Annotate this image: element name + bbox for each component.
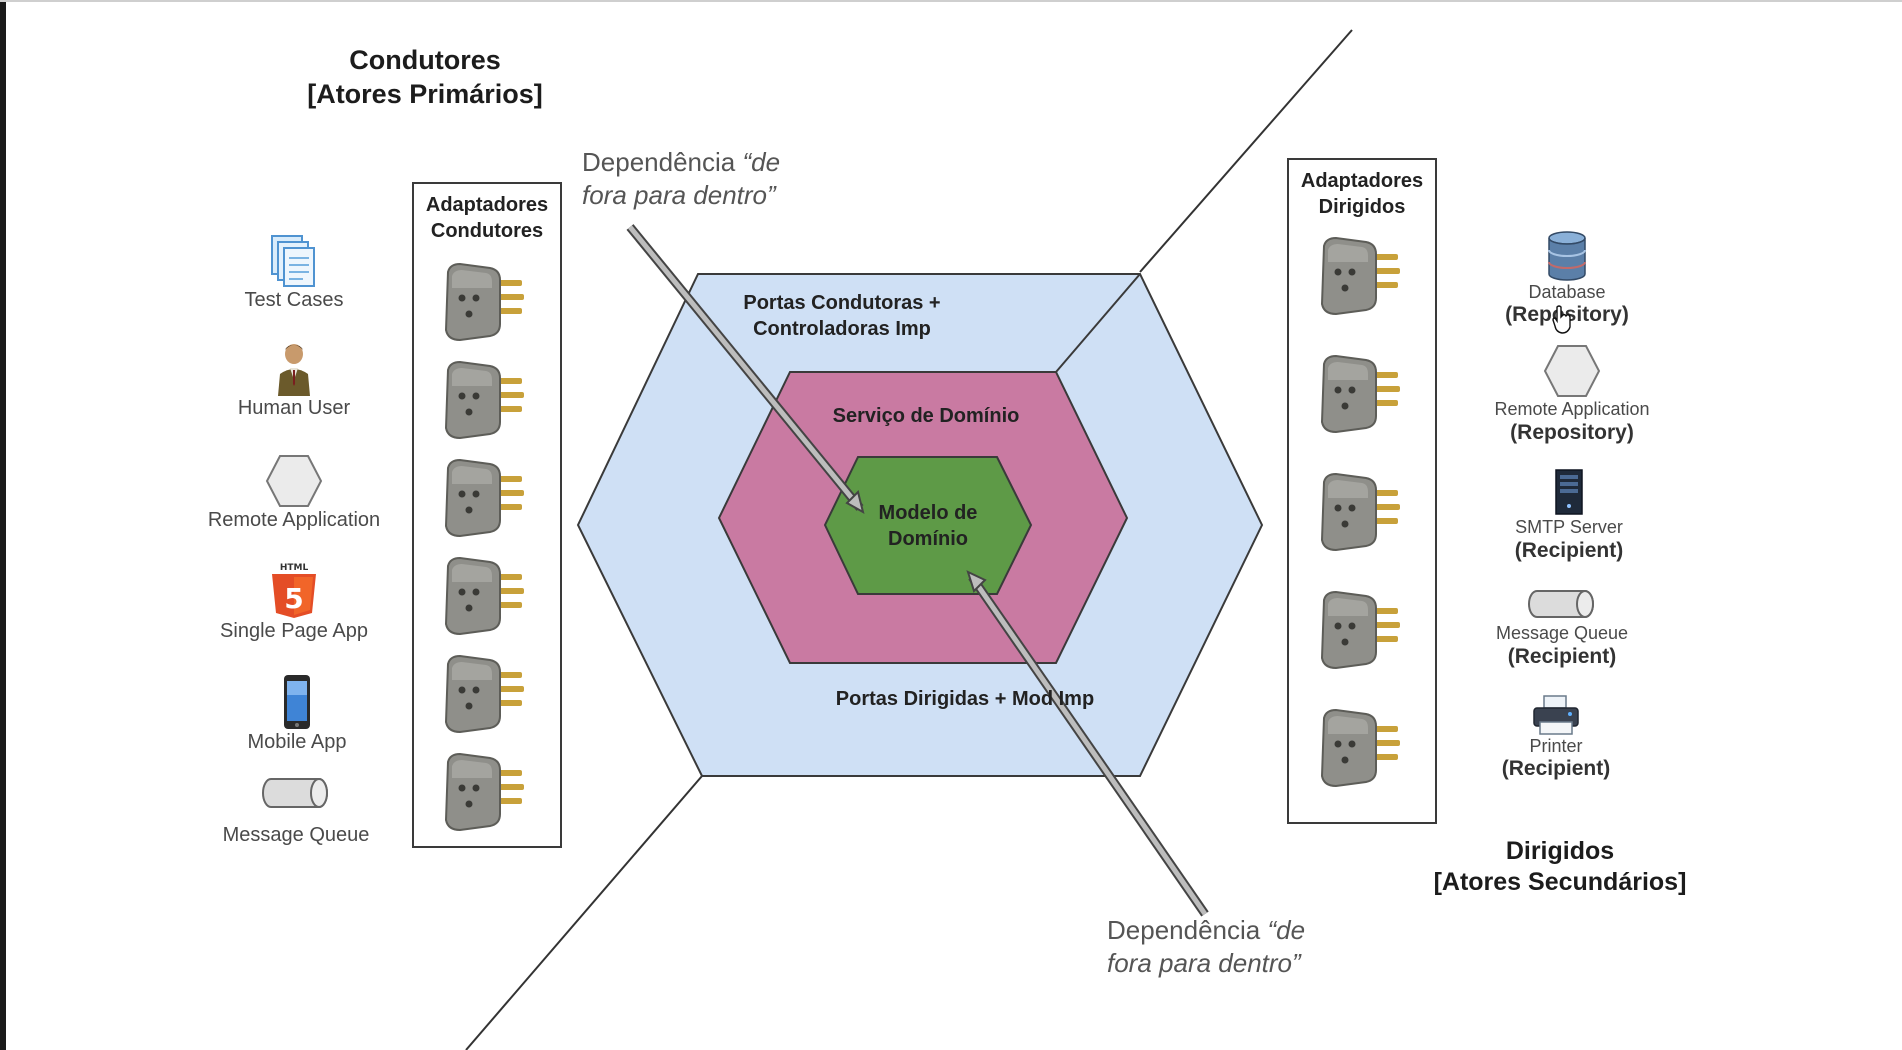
secondary-heading-line2: [Atores Secundários]: [1433, 868, 1687, 896]
outer-layer-label-line2: Controladoras Imp: [753, 318, 931, 340]
mobile-phone-icon: [182, 674, 412, 730]
inner-layer-label: Modelo de Domínio: [858, 500, 998, 552]
test-cases-icon: [179, 232, 409, 288]
driven-adapter-plug-icon: [1316, 704, 1406, 790]
secondary-actor-label: Database: [1528, 282, 1606, 302]
driving-adapter-plug-icon: [440, 258, 530, 344]
secondary-actor-remote-application: Remote Application (Repository): [1457, 344, 1687, 445]
primary-actor-remote-application: Remote Application: [179, 452, 409, 532]
primary-actor-label: Mobile App: [247, 731, 347, 753]
dependency-note-top-text: Dependência: [582, 147, 743, 177]
secondary-heading-line1: Dirigidos: [1505, 837, 1615, 865]
secondary-actors-heading: Dirigidos [Atores Secundários]: [1400, 836, 1720, 898]
inner-layer-label-line1: Modelo de: [878, 502, 978, 524]
dependency-note-bottom-italic-b: fora para dentro”: [1107, 948, 1301, 978]
secondary-actor-role: (Recipient): [1501, 757, 1611, 780]
divider-line-bottom: [465, 775, 703, 1050]
printer-icon: [1441, 692, 1671, 736]
driven-adapter-plug-icon: [1316, 586, 1406, 672]
driven-adapter-plug-icon: [1316, 468, 1406, 554]
driven-adapters-title: Adaptadores Dirigidos: [1289, 168, 1435, 220]
secondary-actor-role: (Recipient): [1507, 645, 1617, 668]
primary-actor-message-queue: Message Queue: [181, 771, 411, 847]
outer-layer-bottom-label: Portas Dirigidas + Mod Imp: [835, 688, 1095, 710]
primary-actors-heading: Condutores [Atores Primários]: [275, 43, 575, 111]
secondary-actor-printer: Printer (Recipient): [1441, 692, 1671, 781]
driving-adapter-plug-icon: [440, 454, 530, 540]
remote-application-icon: [1457, 344, 1687, 398]
secondary-actor-message-queue: Message Queue (Recipient): [1447, 586, 1677, 669]
message-queue-icon: [181, 771, 411, 811]
secondary-actor-label: Remote Application: [1494, 399, 1650, 419]
database-icon: [1452, 228, 1682, 282]
outer-layer-label: Portas Condutoras + Controladoras Imp: [712, 290, 972, 342]
secondary-actor-label: Printer: [1529, 736, 1583, 756]
secondary-actor-role: (Repository): [1510, 421, 1634, 444]
primary-actor-label: Test Cases: [244, 289, 344, 311]
secondary-actor-label: Message Queue: [1495, 623, 1629, 643]
divider-line-top: [1139, 29, 1353, 273]
dependency-note-bottom-text: Dependência: [1107, 915, 1268, 945]
window-top-border: [0, 0, 1902, 2]
inner-layer-label-line2: Domínio: [888, 528, 968, 550]
dependency-arrow-bottom: [969, 575, 1208, 916]
primary-actor-test-cases: Test Cases: [179, 232, 409, 312]
secondary-actor-label: SMTP Server: [1515, 517, 1623, 537]
driving-adapter-plug-icon: [440, 748, 530, 834]
html5-icon: HTML 5: [179, 563, 409, 619]
dependency-arrow-bottom-head: [966, 570, 987, 593]
dependency-note-bottom: Dependência “de fora para dentro”: [1107, 914, 1305, 980]
driving-adapter-plug-icon: [440, 650, 530, 736]
primary-actor-label: Message Queue: [222, 824, 370, 846]
dependency-arrow-top: [628, 225, 862, 510]
driven-adapter-plug-icon: [1316, 232, 1406, 318]
primary-actor-label: Remote Application: [207, 509, 381, 531]
driving-adapter-plug-icon: [440, 356, 530, 442]
primary-heading-line2: [Atores Primários]: [307, 79, 543, 109]
secondary-actor-smtp-server: SMTP Server (Recipient): [1454, 466, 1684, 563]
primary-heading-line1: Condutores: [349, 45, 501, 75]
outer-layer-label-line1: Portas Condutoras +: [743, 292, 941, 314]
dependency-note-bottom-italic-a: “de: [1267, 915, 1306, 945]
driving-adapters-title: Adaptadores Condutores: [414, 192, 560, 244]
outer-hexagon-right-connector: [1055, 273, 1141, 373]
remote-application-icon: [179, 452, 409, 508]
driven-adapter-plug-icon: [1316, 350, 1406, 436]
window-left-border: [0, 0, 6, 1050]
dependency-note-top-italic-a: “de: [742, 147, 781, 177]
dependency-arrow-top-head: [845, 490, 865, 515]
primary-actor-human-user: Human User: [179, 340, 409, 420]
secondary-actor-database: Database (Repository): [1452, 228, 1682, 327]
mouse-cursor-icon: [1552, 305, 1571, 334]
dependency-note-top: Dependência “de fora para dentro”: [582, 146, 780, 212]
primary-actor-single-page-app: HTML 5 Single Page App: [179, 563, 409, 643]
server-icon: [1454, 466, 1684, 516]
human-user-icon: [179, 340, 409, 396]
svg-text:HTML: HTML: [280, 563, 309, 573]
driving-adapters-title-line2: Condutores: [430, 220, 544, 242]
primary-actor-mobile-app: Mobile App: [182, 674, 412, 754]
message-queue-icon: [1447, 586, 1677, 620]
middle-layer-label: Serviço de Domínio: [832, 405, 1020, 427]
secondary-actor-role: (Recipient): [1514, 539, 1624, 562]
svg-text:5: 5: [284, 582, 303, 615]
driving-adapters-title-line1: Adaptadores: [425, 194, 549, 216]
dependency-note-top-italic-b: fora para dentro”: [582, 180, 776, 210]
primary-actor-label: Human User: [237, 397, 351, 419]
driven-adapters-title-line1: Adaptadores: [1300, 170, 1424, 192]
driving-adapter-plug-icon: [440, 552, 530, 638]
driven-adapters-title-line2: Dirigidos: [1318, 196, 1406, 218]
primary-actor-label: Single Page App: [220, 620, 368, 642]
inner-hexagon: [823, 456, 1033, 595]
